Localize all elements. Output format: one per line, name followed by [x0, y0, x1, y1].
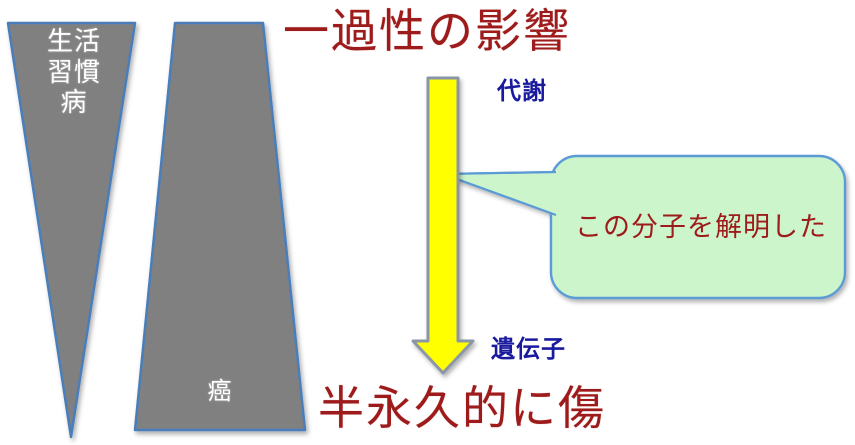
callout-tail-top-edge: [442, 170, 557, 176]
shape-lifestyle-disease: [6, 21, 137, 439]
callout-tail-bottom-edge: [442, 172, 557, 217]
callout-bubble: [549, 154, 847, 300]
shape-cancer: [133, 21, 307, 432]
down-arrow-icon: [411, 76, 475, 375]
